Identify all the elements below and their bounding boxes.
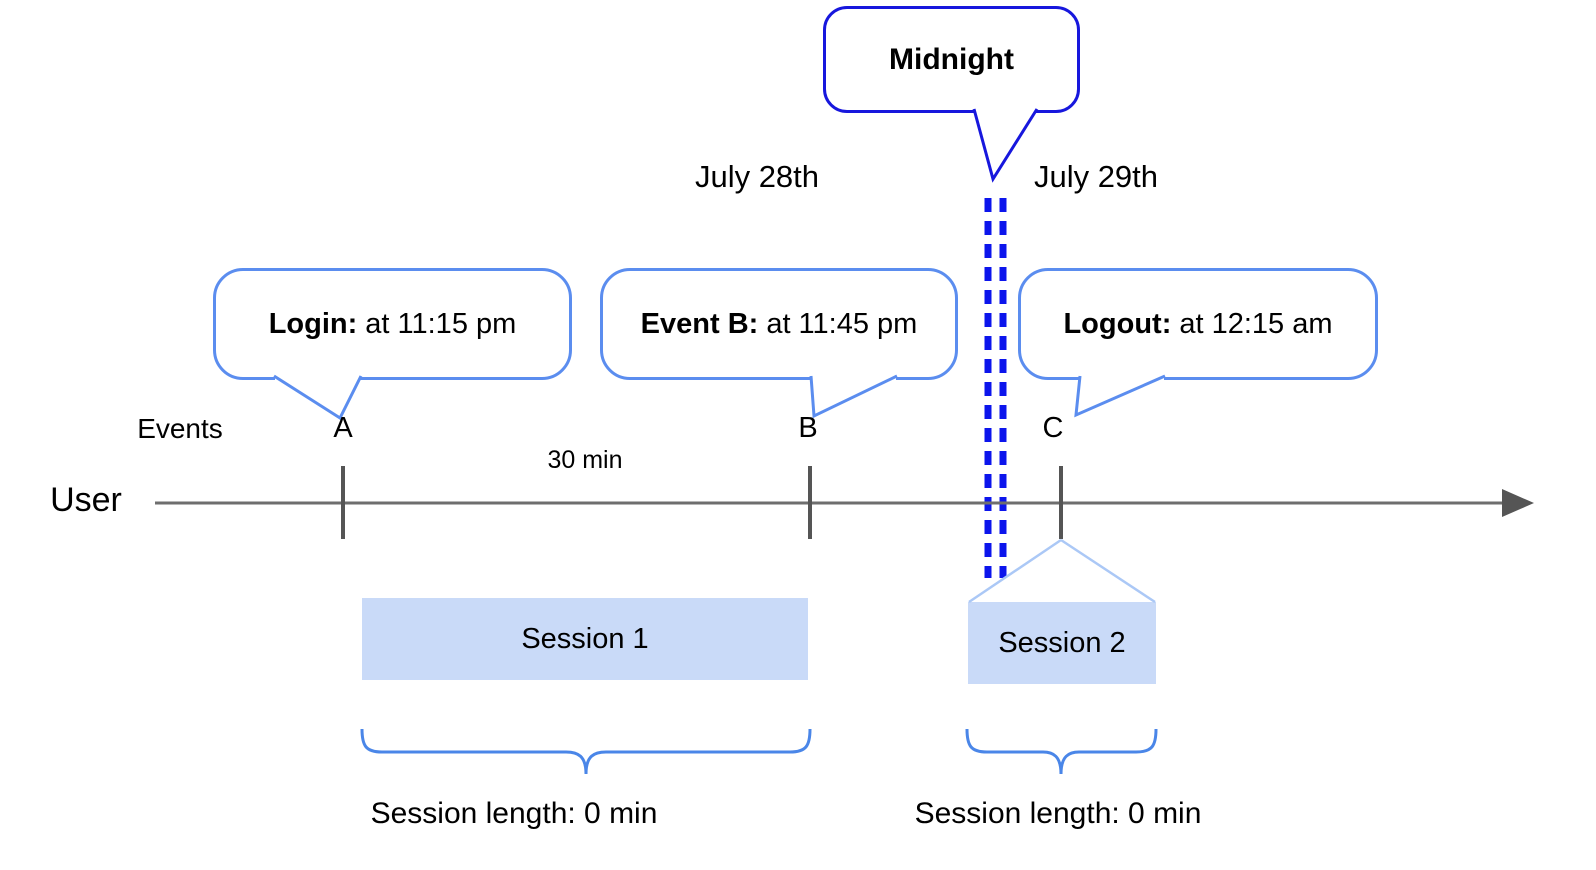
event-c-letter: C [1042, 412, 1064, 444]
event-b-callout-detail: at 11:45 pm [766, 307, 918, 340]
event-b-letter: B [798, 412, 818, 444]
event-b-callout-title: Event B: [640, 307, 759, 340]
login-callout-bubble: Login: at 11:15 pm [213, 268, 572, 380]
session-1-box: Session 1 [362, 598, 808, 680]
logout-bubble-tail [1074, 374, 1166, 418]
logout-callout-bubble: Logout: at 12:15 am [1018, 268, 1378, 380]
login-callout-detail: at 11:15 pm [365, 307, 517, 340]
session-2-connector-left [968, 538, 1062, 604]
event-b-callout-bubble: Event B: at 11:45 pm [600, 268, 958, 380]
logout-callout-detail: at 12:15 am [1179, 307, 1333, 340]
session-1-length-label: Session length: 0 min [370, 797, 658, 830]
events-row-label: Events [137, 413, 223, 444]
session-2-box: Session 2 [968, 602, 1156, 684]
session-1-brace [360, 728, 812, 775]
event-a-letter: A [333, 412, 353, 444]
interval-30min-label: 30 min [547, 446, 623, 474]
date-label-july-29: July 29th [1033, 159, 1159, 194]
session-1-label: Session 1 [521, 622, 649, 655]
event-b-bubble-tail [809, 374, 898, 419]
login-callout-title: Login: [268, 307, 358, 340]
user-row-label: User [50, 481, 122, 519]
session-2-label: Session 2 [998, 626, 1126, 659]
timeline-arrowhead-icon [1502, 489, 1534, 517]
logout-callout-title: Logout: [1063, 307, 1172, 340]
session-2-connector-right [1060, 538, 1156, 604]
midnight-label: Midnight [889, 42, 1014, 76]
session-2-brace [965, 728, 1158, 775]
date-label-july-28: July 28th [694, 159, 820, 194]
session-2-length-label: Session length: 0 min [914, 797, 1202, 830]
midnight-callout-bubble: Midnight [823, 6, 1080, 113]
